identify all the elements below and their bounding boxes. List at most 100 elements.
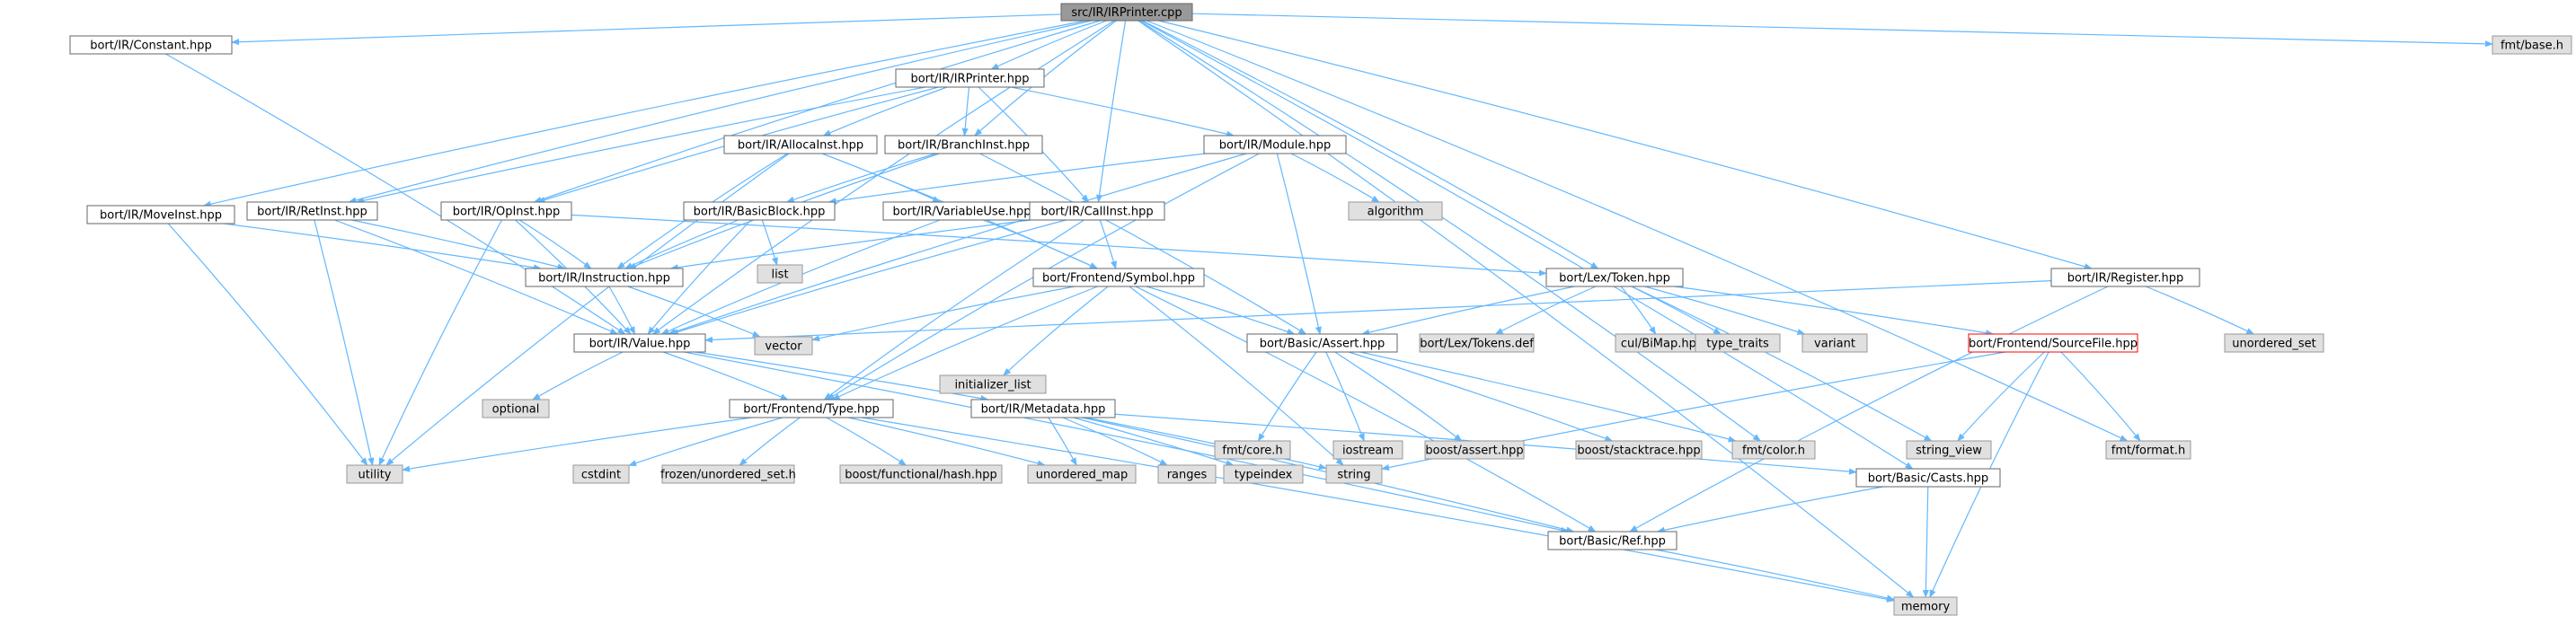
node-label-variableuse: bort/IR/VariableUse.hpp bbox=[892, 206, 1031, 219]
edge-assert-to-fmtcore bbox=[1257, 351, 1317, 442]
edge-register-to-ref bbox=[1629, 286, 2109, 533]
edge-metadata-to-ranges bbox=[1062, 417, 1168, 466]
edge-casts-to-ref bbox=[1656, 486, 1883, 533]
node-box-memory bbox=[1893, 596, 1958, 616]
node-box-fmtcolor bbox=[1731, 440, 1816, 460]
node-box-list bbox=[757, 264, 803, 284]
node-fmtcolor: fmt/color.h bbox=[1731, 440, 1816, 460]
node-label-casts: bort/Basic/Casts.hpp bbox=[1868, 472, 1988, 486]
edge-module-to-value bbox=[668, 153, 1247, 335]
node-box-fmtcore bbox=[1214, 440, 1291, 460]
edge-allocainst-to-utility bbox=[385, 153, 790, 466]
node-ref[interactable]: bort/Basic/Ref.hpp bbox=[1547, 531, 1677, 550]
edge-root-to-moveinst bbox=[202, 20, 1086, 207]
edge-root-to-callinst bbox=[1096, 20, 1127, 203]
edge-type-to-unorderedmap bbox=[848, 417, 1046, 467]
node-label-type: bort/Frontend/Type.hpp bbox=[743, 403, 880, 417]
edge-retinst-to-value bbox=[334, 219, 619, 335]
node-token[interactable]: bort/Lex/Token.hpp bbox=[1545, 268, 1684, 287]
node-box-boostassert bbox=[1424, 440, 1525, 460]
node-box-root bbox=[1060, 3, 1193, 22]
node-module[interactable]: bort/IR/Module.hpp bbox=[1203, 135, 1347, 154]
edge-irprinter_h-to-allocainst bbox=[822, 86, 948, 136]
node-sourcefile[interactable]: bort/Frontend/SourceFile.hpp bbox=[1968, 333, 2138, 353]
edge-retinst-to-utility bbox=[314, 219, 375, 466]
edge-variableuse-to-symbol bbox=[982, 219, 1099, 269]
edge-basicblock-to-list bbox=[761, 219, 778, 266]
edge-moveinst-to-instruction bbox=[224, 223, 542, 271]
node-value[interactable]: bort/IR/Value.hpp bbox=[573, 333, 706, 353]
node-box-ranges bbox=[1157, 464, 1217, 484]
edge-root-to-constant bbox=[231, 13, 1062, 46]
node-box-stacktrace bbox=[1575, 440, 1703, 460]
edge-irprinter_h-to-branchinst bbox=[961, 86, 970, 136]
node-label-initlist: initializer_list bbox=[954, 379, 1031, 392]
node-casts[interactable]: bort/Basic/Casts.hpp bbox=[1855, 468, 2001, 488]
node-box-callinst bbox=[1029, 201, 1165, 221]
node-label-sourcefile: bort/Frontend/SourceFile.hpp bbox=[1969, 338, 2138, 351]
node-basicblock[interactable]: bort/IR/BasicBlock.hpp bbox=[683, 201, 836, 221]
node-label-metadata: bort/IR/Metadata.hpp bbox=[981, 403, 1106, 417]
node-label-token: bort/Lex/Token.hpp bbox=[1559, 272, 1670, 286]
node-label-boostassert: boost/assert.hpp bbox=[1425, 445, 1523, 458]
node-label-ref: bort/Basic/Ref.hpp bbox=[1559, 535, 1666, 549]
node-box-variant bbox=[1801, 333, 1868, 353]
node-box-register bbox=[2050, 268, 2200, 287]
node-label-string: string bbox=[1337, 469, 1370, 482]
edge-module-to-basicblock bbox=[828, 153, 1206, 205]
node-tokensdef: bort/Lex/Tokens.def bbox=[1419, 333, 1535, 353]
nodes-layer: src/IR/IRPrinter.cpp bort/IR/Constant.hpp… bbox=[69, 3, 2572, 616]
node-box-tokensdef bbox=[1419, 333, 1535, 353]
edge-assert-to-stacktrace bbox=[1348, 351, 1614, 442]
node-constant[interactable]: bort/IR/Constant.hpp bbox=[69, 35, 233, 55]
edge-root-to-casts bbox=[1141, 20, 1914, 470]
node-register[interactable]: bort/IR/Register.hpp bbox=[2050, 268, 2200, 287]
node-box-allocainst bbox=[723, 135, 878, 154]
node-box-type bbox=[729, 399, 894, 418]
node-type[interactable]: bort/Frontend/Type.hpp bbox=[729, 399, 894, 418]
edge-instruction-to-vector bbox=[627, 286, 761, 338]
node-metadata[interactable]: bort/IR/Metadata.hpp bbox=[970, 399, 1116, 418]
node-boostassert: boost/assert.hpp bbox=[1424, 440, 1525, 460]
edge-constant-to-value bbox=[165, 53, 626, 335]
node-box-assert bbox=[1246, 333, 1398, 353]
node-allocainst[interactable]: bort/IR/AllocaInst.hpp bbox=[723, 135, 878, 154]
edges-layer bbox=[165, 13, 2493, 603]
node-variableuse[interactable]: bort/IR/VariableUse.hpp bbox=[882, 201, 1041, 221]
node-branchinst[interactable]: bort/IR/BranchInst.hpp bbox=[884, 135, 1043, 154]
node-label-typeindex: typeindex bbox=[1235, 469, 1293, 482]
node-box-irprinter_h bbox=[895, 68, 1045, 88]
node-label-ranges: ranges bbox=[1167, 469, 1208, 482]
edge-type-to-frozen bbox=[739, 417, 801, 466]
node-label-opinst: bort/IR/OpInst.hpp bbox=[453, 206, 561, 219]
node-irprinter_h[interactable]: bort/IR/IRPrinter.hpp bbox=[895, 68, 1045, 88]
edge-opinst-to-instruction bbox=[518, 219, 592, 269]
node-box-instruction bbox=[525, 268, 684, 287]
node-label-optional: optional bbox=[492, 403, 540, 417]
edge-metadata-to-typeindex bbox=[1073, 417, 1235, 466]
node-assert[interactable]: bort/Basic/Assert.hpp bbox=[1246, 333, 1398, 353]
node-label-assert: bort/Basic/Assert.hpp bbox=[1260, 338, 1385, 351]
node-root[interactable]: src/IR/IRPrinter.cpp bbox=[1060, 3, 1193, 22]
node-symbol[interactable]: bort/Frontend/Symbol.hpp bbox=[1032, 268, 1205, 287]
edge-register-to-unorderedset bbox=[2145, 286, 2255, 335]
edge-type-to-utility bbox=[402, 417, 752, 472]
node-moveinst[interactable]: bort/IR/MoveInst.hpp bbox=[86, 205, 235, 224]
node-label-variant: variant bbox=[1814, 338, 1855, 351]
node-box-boosthash bbox=[839, 464, 1003, 484]
node-opinst[interactable]: bort/IR/OpInst.hpp bbox=[440, 201, 572, 221]
node-label-frozen: frozen/unordered_set.h bbox=[660, 469, 796, 482]
node-label-tokensdef: bort/Lex/Tokens.def bbox=[1420, 338, 1534, 351]
node-box-sourcefile bbox=[1968, 333, 2138, 353]
edge-module-to-assert bbox=[1276, 153, 1322, 335]
edge-token-to-stringview bbox=[1632, 286, 1933, 442]
node-label-value: bort/IR/Value.hpp bbox=[589, 338, 691, 351]
edge-branchinst-to-basicblock bbox=[785, 153, 936, 203]
node-label-symbol: bort/Frontend/Symbol.hpp bbox=[1042, 272, 1195, 286]
node-callinst[interactable]: bort/IR/CallInst.hpp bbox=[1029, 201, 1165, 221]
node-instruction[interactable]: bort/IR/Instruction.hpp bbox=[525, 268, 684, 287]
node-retinst[interactable]: bort/IR/RetInst.hpp bbox=[246, 201, 378, 221]
node-variant: variant bbox=[1801, 333, 1868, 353]
node-label-fmtformat: fmt/format.h bbox=[2111, 445, 2185, 458]
